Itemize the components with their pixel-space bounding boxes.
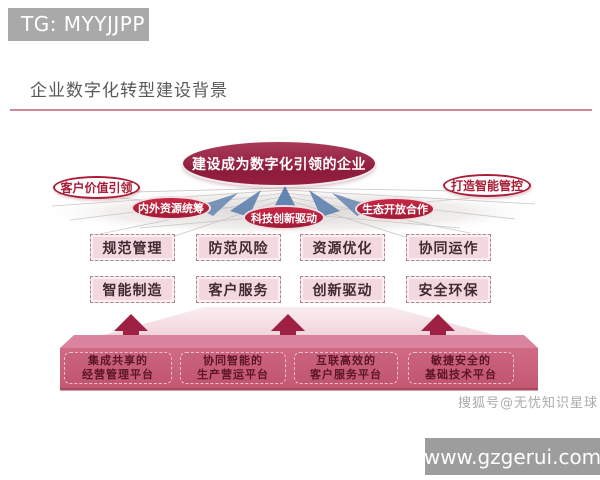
page-title: 企业数字化转型建设背景 [30, 81, 228, 101]
cap-box-innovation-driven: 创新驱动 [300, 276, 385, 303]
platform-bottom-edge [60, 388, 538, 391]
sohu-watermark: 搜狐号@无忧知识星球 [458, 396, 599, 411]
cap-box-collaborative-operation: 协同运作 [406, 234, 491, 261]
cap-box-customer-service: 客户服务 [196, 276, 281, 303]
platform-box-line1: 集成共享的 [88, 354, 148, 367]
platform-box-line2: 基础技术平台 [425, 368, 497, 381]
cap-box-safety-environment: 安全环保 [406, 276, 491, 303]
website-watermark: www.gzgerui.com [424, 438, 600, 475]
ribbon-smart-control: 打造智能管控 [443, 174, 531, 197]
cap-box-risk-prevention: 防范风险 [196, 234, 281, 261]
platform-top-face [60, 335, 538, 348]
ribbon-tech-innovation: 科技创新驱动 [245, 207, 323, 228]
platform-box-production: 协同智能的 生产营运平台 [180, 352, 286, 384]
title-underline [10, 109, 592, 111]
vision-label: 建设成为数字化引领的企业 [192, 156, 366, 173]
platform-box-line1: 协同智能的 [203, 354, 263, 367]
platform-box-line1: 敏捷安全的 [431, 354, 491, 367]
cap-box-smart-manufacturing: 智能制造 [90, 276, 175, 303]
tg-badge: TG: MYYJJPP [8, 8, 149, 41]
platform-box-line2: 经营管理平台 [82, 368, 154, 381]
platform-box-customer: 互联高效的 客户服务平台 [294, 352, 398, 384]
platform-box-management: 集成共享的 经营管理平台 [64, 352, 172, 384]
ribbon-ecosystem-cooperation: 生态开放合作 [357, 199, 433, 219]
platform-box-line1: 互联高效的 [316, 354, 376, 367]
platform-box-line2: 客户服务平台 [310, 368, 382, 381]
ribbon-customer-value: 客户价值引领 [53, 176, 140, 199]
funnel-trapezoid [64, 307, 536, 346]
ribbon-resource-coordination: 内外资源统筹 [133, 198, 209, 218]
platform-box-technology: 敏捷安全的 基础技术平台 [408, 352, 514, 384]
up-arrows [114, 314, 455, 348]
vision-ellipse: 建设成为数字化引领的企业 [183, 142, 375, 185]
cap-box-resource-optimization: 资源优化 [300, 234, 385, 261]
cap-box-standard-management: 规范管理 [90, 234, 175, 261]
platform-box-line2: 生产营运平台 [197, 368, 269, 381]
